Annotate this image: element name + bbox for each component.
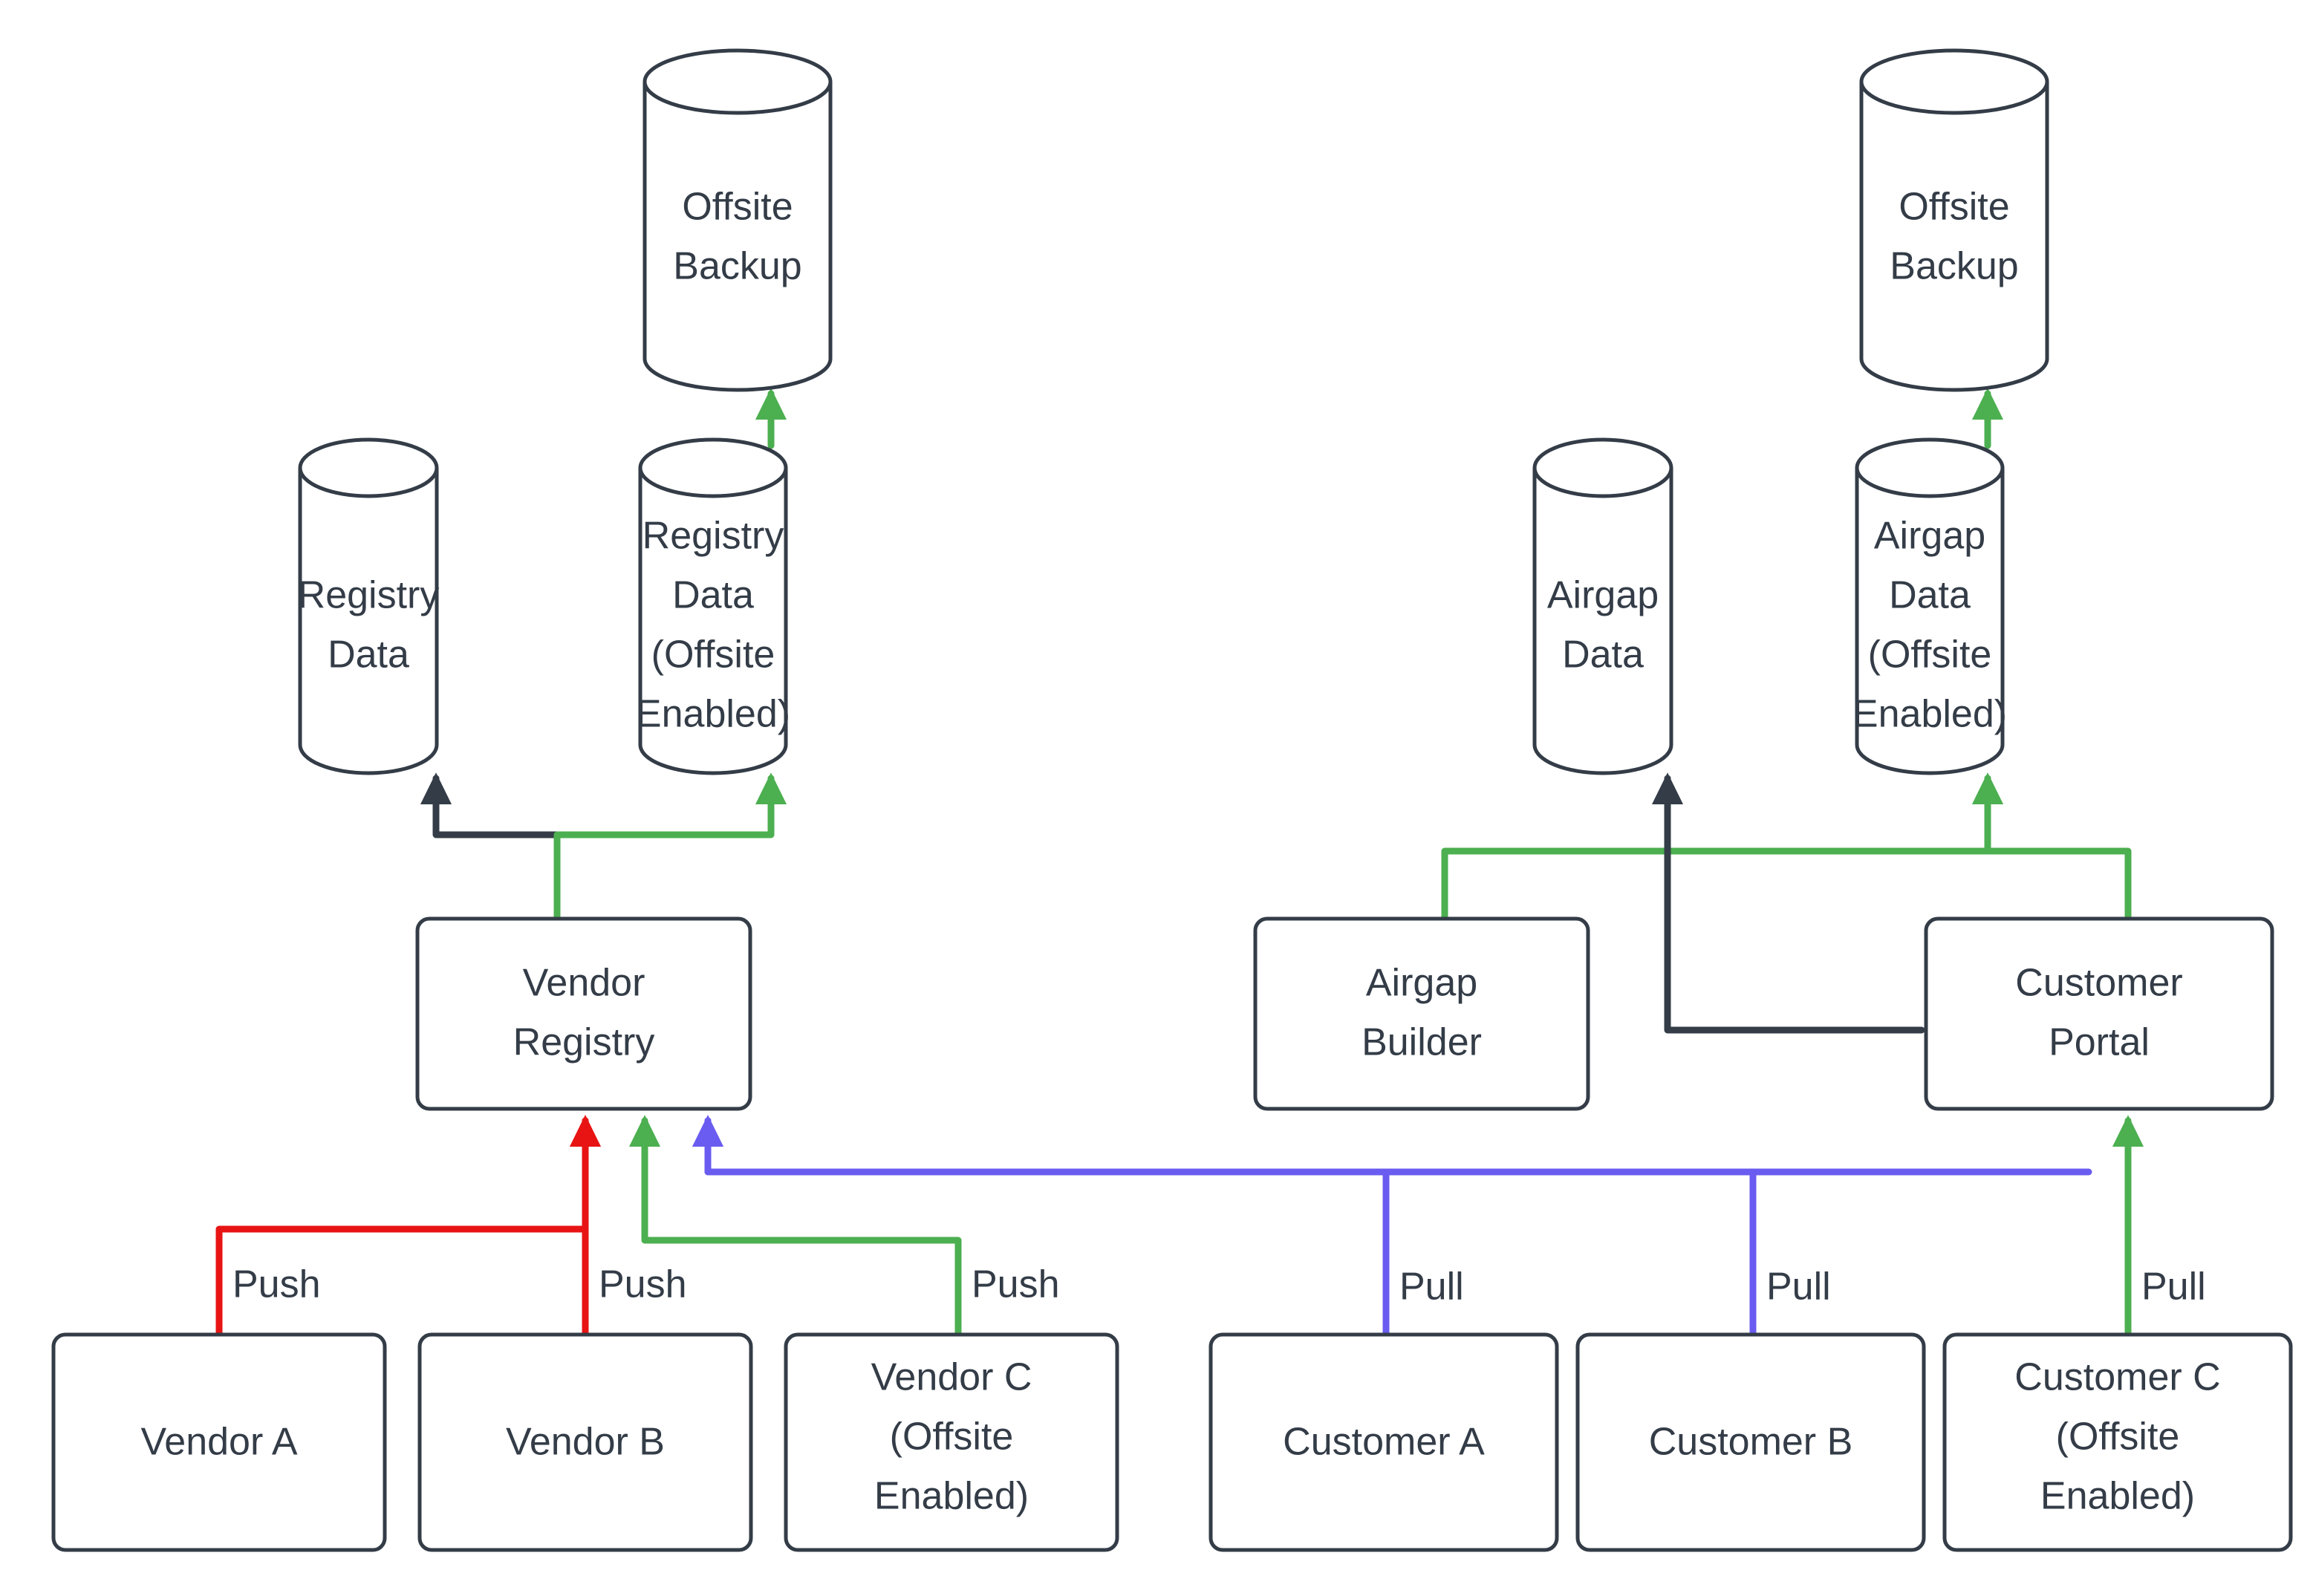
vendor-c-line-1: Vendor C	[871, 1356, 1032, 1399]
edge-label-vendor-c-push: Push	[972, 1263, 1060, 1306]
customer-c-line-2: (Offsite	[2056, 1416, 2180, 1459]
edge-label-vendor-a-push: Push	[232, 1263, 321, 1306]
node-registry-data[interactable]: Registry Data	[298, 437, 440, 775]
airgap-builder-line-1: Airgap	[1366, 962, 1477, 1005]
airgap-builder-line-2: Builder	[1362, 1021, 1482, 1064]
node-offsite-backup-left[interactable]: Offsite Backup	[642, 48, 833, 392]
node-registry-data-offsite[interactable]: Registry Data (Offsite Enabled)	[636, 437, 790, 775]
customer-portal-line-1: Customer	[2015, 962, 2182, 1005]
node-airgap-data-offsite[interactable]: Airgap Data (Offsite Enabled)	[1852, 437, 2007, 775]
customer-c-line-1: Customer C	[2014, 1356, 2220, 1399]
node-vendor-a[interactable]: Vendor A	[51, 1332, 387, 1552]
offsite-backup-left-line-1: Offsite	[682, 186, 793, 229]
registry-data-offsite-line-3: (Offsite	[651, 633, 775, 677]
customer-portal-line-2: Portal	[2049, 1021, 2150, 1064]
vendor-registry-line-1: Vendor	[523, 962, 645, 1005]
vendor-a-label: Vendor A	[140, 1421, 297, 1464]
edge-labels-layer: Push Push Push Pull Pull Pull	[232, 1263, 2206, 1309]
registry-data-offsite-line-4: Enabled)	[636, 693, 790, 736]
registry-data-line-1: Registry	[298, 574, 440, 617]
registry-data-offsite-line-1: Registry	[642, 515, 784, 558]
vendor-c-line-3: Enabled)	[874, 1475, 1029, 1518]
edge-label-customer-b-pull: Pull	[1766, 1266, 1831, 1309]
node-offsite-backup-right[interactable]: Offsite Backup	[1859, 48, 2049, 392]
node-customer-portal[interactable]: Customer Portal	[1924, 916, 2274, 1111]
airgap-data-offsite-line-3: (Offsite	[1868, 633, 1992, 677]
edge-customer-portal-to-airgap-offsite	[1971, 772, 2132, 921]
edges-layer	[215, 388, 2144, 1338]
node-customer-a[interactable]: Customer A	[1208, 1332, 1559, 1552]
edge-customer-b-pull	[692, 1115, 1757, 1338]
airgap-data-line-2: Data	[1562, 633, 1644, 677]
airgap-data-offsite-line-1: Airgap	[1874, 515, 1985, 558]
customer-c-line-3: Enabled)	[2040, 1475, 2195, 1518]
vendor-c-line-2: (Offsite	[890, 1416, 1014, 1459]
offsite-backup-right-line-2: Backup	[1890, 245, 2018, 288]
offsite-backup-right-line-1: Offsite	[1899, 186, 2009, 229]
edge-vendor-registry-to-registry-offsite	[553, 772, 787, 921]
edge-label-customer-a-pull: Pull	[1399, 1266, 1464, 1309]
edge-label-customer-c-pull: Pull	[2141, 1266, 2206, 1309]
node-customer-c[interactable]: Customer C (Offsite Enabled)	[1942, 1332, 2293, 1552]
edge-customer-portal-to-airgap-data	[1651, 772, 1925, 1034]
node-customer-b[interactable]: Customer B	[1575, 1332, 1926, 1552]
airgap-data-offsite-line-4: Enabled)	[1852, 693, 2007, 736]
registry-data-line-2: Data	[328, 633, 409, 677]
node-vendor-registry[interactable]: Vendor Registry	[415, 916, 752, 1111]
edge-label-vendor-b-push: Push	[599, 1263, 687, 1306]
node-vendor-c[interactable]: Vendor C (Offsite Enabled)	[784, 1332, 1119, 1552]
airgap-data-line-1: Airgap	[1547, 574, 1659, 617]
vendor-registry-line-2: Registry	[513, 1021, 655, 1064]
edge-vendor-c-push	[628, 1115, 962, 1338]
airgap-data-offsite-line-2: Data	[1889, 574, 1971, 617]
registry-data-offsite-line-2: Data	[672, 574, 754, 617]
node-vendor-b[interactable]: Vendor B	[417, 1332, 753, 1552]
vendor-b-label: Vendor B	[506, 1421, 665, 1464]
customer-b-label: Customer B	[1649, 1421, 1853, 1464]
offsite-backup-left-line-2: Backup	[673, 245, 801, 288]
node-airgap-data[interactable]: Airgap Data	[1532, 437, 1673, 775]
node-airgap-builder[interactable]: Airgap Builder	[1253, 916, 1590, 1111]
customer-a-label: Customer A	[1283, 1421, 1485, 1464]
